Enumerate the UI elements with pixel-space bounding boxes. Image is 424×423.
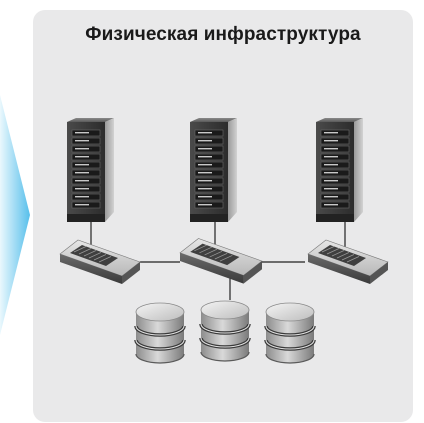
storage-center-icon — [199, 299, 251, 363]
storage-left-icon — [134, 301, 186, 365]
chevron-arrow-icon — [0, 95, 30, 335]
network-links — [90, 220, 346, 300]
server-right-icon — [315, 117, 364, 223]
storage-right-icon — [264, 301, 316, 365]
panel-title: Физическая инфраструктура — [85, 24, 361, 45]
server-center-icon — [189, 117, 238, 223]
switch-center-icon — [179, 237, 263, 285]
switch-left-icon — [59, 239, 141, 285]
switch-right-icon — [307, 239, 389, 285]
server-left-icon — [66, 117, 115, 223]
